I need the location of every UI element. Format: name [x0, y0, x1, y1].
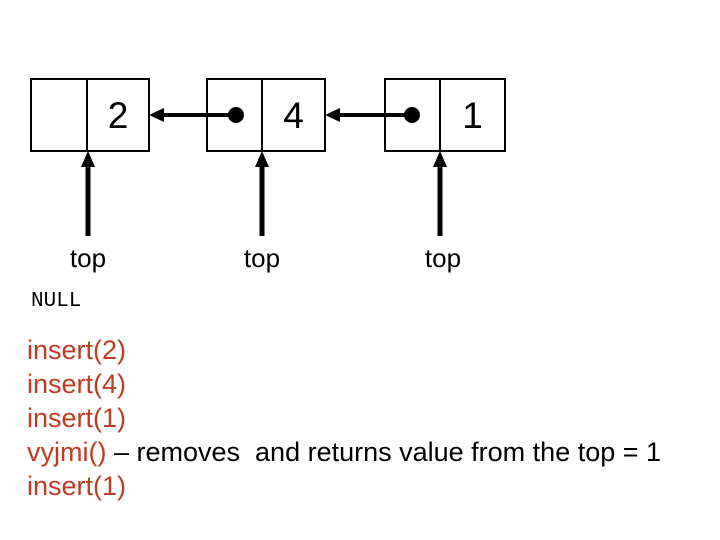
operation-call: insert(4) [27, 369, 127, 399]
top-arrow-head-icon [81, 151, 95, 167]
pointer-arrow-head-icon [149, 108, 164, 122]
pointer-arrow-head-icon [325, 108, 340, 122]
top-arrow-2 [255, 151, 269, 236]
node-1-value: 2 [107, 95, 129, 136]
node-2-value: 4 [283, 95, 304, 136]
top-label-3: top [424, 243, 462, 273]
operation-call: insert(2) [27, 335, 127, 365]
pointer-arrow-node3-to-node2 [325, 108, 412, 122]
top-arrow-head-icon [433, 151, 447, 167]
null-label: NULL [31, 290, 82, 313]
operation-call: insert(1) [27, 403, 127, 433]
operation-description: – removes and returns value from the top… [106, 437, 662, 467]
diagram-graphics [30, 78, 506, 236]
node-1-box [30, 78, 150, 152]
operation-call: vyjmi() [27, 437, 107, 467]
node-3-value: 1 [462, 95, 483, 136]
operation-line: insert(2) [27, 333, 717, 367]
top-label-2: top [243, 243, 281, 273]
pointer-arrow-node2-to-node1 [149, 108, 236, 122]
operations-list: insert(2) insert(4) insert(1) vyjmi() – … [27, 333, 717, 503]
operation-line: insert(1) [27, 401, 717, 435]
operation-line: insert(4) [27, 367, 717, 401]
operation-call: insert(1) [27, 471, 127, 501]
linked-list-diagram: 2 4 1 top top top NULL [30, 78, 506, 312]
list-node-1 [30, 78, 150, 152]
top-arrow-1 [81, 151, 95, 236]
top-arrow-3 [433, 151, 447, 236]
top-arrow-head-icon [255, 151, 269, 167]
top-label-1: top [69, 243, 107, 273]
operation-line: vyjmi() – removes and returns value from… [27, 435, 717, 469]
operation-line: insert(1) [27, 469, 717, 503]
